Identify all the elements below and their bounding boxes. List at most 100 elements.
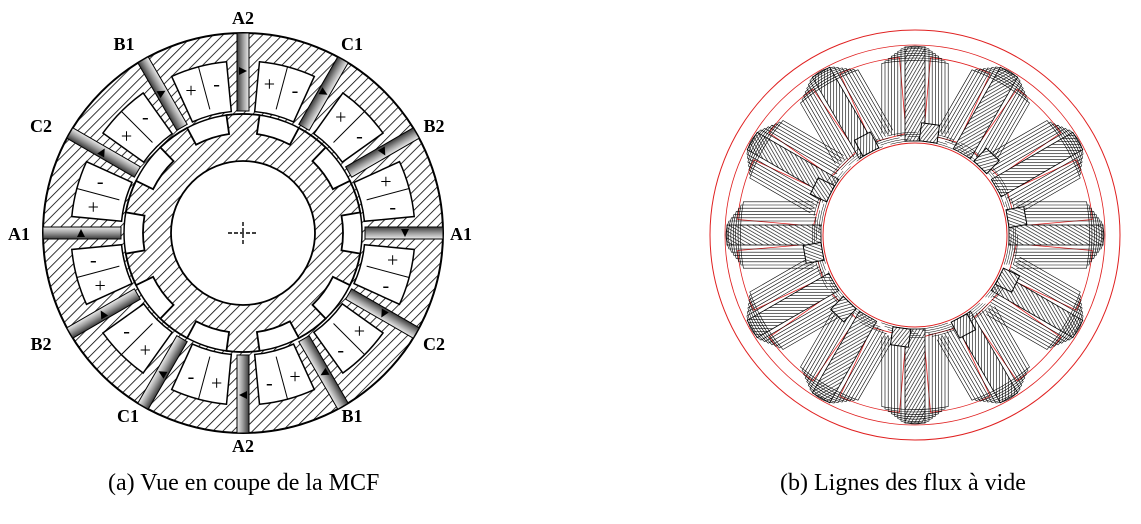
label-c2-left: C2	[30, 116, 52, 136]
magnet-arrow-icon	[100, 310, 109, 320]
coil-divider	[275, 356, 288, 400]
flux-line	[728, 217, 817, 253]
flux-line	[897, 48, 933, 137]
flux-line	[809, 66, 879, 158]
flux-line	[1014, 211, 1098, 259]
flux-line	[990, 126, 1083, 204]
flux-line	[884, 57, 946, 134]
flux-line	[800, 306, 894, 401]
magnet	[364, 226, 444, 240]
flux-line	[749, 120, 844, 214]
slot	[70, 160, 133, 223]
tooth-flux-dense	[726, 224, 822, 246]
flux-line	[737, 204, 814, 266]
magnet-arrow-icon	[158, 371, 168, 379]
flux-line	[735, 207, 815, 263]
coil-divider	[121, 111, 153, 143]
flux-line	[804, 309, 886, 402]
flux-line	[992, 129, 1084, 199]
flux-line	[897, 333, 933, 422]
winding-sign-minus: -	[188, 366, 195, 388]
label-c1-lower: C1	[117, 406, 139, 426]
winding-sign-plus: +	[354, 321, 365, 343]
slot	[353, 243, 416, 306]
flux-line	[894, 334, 936, 420]
flux-line	[936, 306, 1030, 401]
flux-line	[987, 121, 1082, 211]
flux-line	[1013, 220, 1105, 250]
flux-line	[747, 127, 839, 201]
flux-slot-outline	[768, 292, 858, 382]
winding-sign-minus: -	[266, 373, 273, 395]
winding-sign-plus: +	[185, 80, 196, 102]
flux-slot-outline	[737, 159, 824, 227]
rotor-tooth-dense	[809, 177, 836, 203]
coil-divider	[333, 323, 365, 355]
flux-line	[806, 310, 884, 403]
flux-line	[949, 311, 1023, 403]
magnet	[66, 288, 142, 339]
winding-sign-minus: -	[337, 339, 344, 361]
winding-sign-minus: -	[382, 275, 389, 297]
flux-stator-slots	[737, 57, 1093, 413]
stator-outer-contour	[724, 44, 1106, 426]
slot	[70, 243, 133, 306]
label-c2-right: C2	[423, 334, 445, 354]
rotor-tooth-flux	[853, 131, 880, 157]
flux-line	[987, 259, 1082, 349]
flux-bundle	[746, 120, 844, 214]
flux-line	[986, 120, 1081, 214]
rotor-contour	[822, 142, 1008, 328]
label-b1-upper: B1	[113, 34, 134, 54]
flux-slot-outline	[737, 243, 824, 311]
rotor-tooth-dense	[1005, 206, 1028, 229]
flux-bundle	[881, 328, 949, 425]
winding-sign-plus: +	[335, 107, 346, 129]
winding-sign-minus: -	[292, 80, 299, 102]
flux-line	[936, 69, 1030, 164]
flux-slot-outline	[972, 88, 1062, 178]
flux-line	[991, 127, 1083, 201]
flux-line	[944, 309, 1026, 402]
flux-slot-outline	[1006, 159, 1093, 227]
flux-line	[900, 333, 930, 425]
rotor-flux-line	[820, 140, 1010, 330]
winding-sign-minus: -	[213, 73, 220, 95]
outer-boundary	[709, 29, 1121, 441]
winding-sign-plus: +	[380, 171, 391, 193]
magnet	[344, 288, 420, 339]
rotor-tooth-flux	[830, 295, 857, 323]
rotor-tooth-dense	[994, 267, 1021, 293]
coil-divider	[121, 323, 153, 355]
winding-sign-plus: +	[88, 197, 99, 219]
flux-line	[989, 264, 1082, 346]
winding-sign-minus: -	[123, 321, 130, 343]
flux-line	[1016, 204, 1093, 266]
coil-divider	[366, 188, 410, 201]
magnet-arrow-icon	[381, 308, 389, 318]
slot	[170, 343, 233, 406]
flux-line	[749, 256, 844, 350]
flux-line	[939, 307, 1029, 402]
coil-divider	[76, 265, 120, 278]
flux-bundle	[986, 256, 1084, 350]
flux-line	[941, 68, 1027, 162]
flux-bundle	[936, 66, 1030, 164]
magnet-arrow-icon	[377, 146, 386, 156]
flux-line	[807, 311, 881, 403]
flux-line	[748, 264, 841, 346]
coil-divider	[333, 111, 365, 143]
flux-bundle	[746, 256, 844, 350]
flux-line	[949, 67, 1023, 159]
rotor-tooth-flux	[950, 313, 977, 339]
flux-line	[747, 269, 839, 343]
caption-b: (b) Lignes des flux à vide	[780, 470, 1026, 496]
winding-sign-minus: -	[90, 249, 97, 271]
flux-line	[1016, 201, 1090, 269]
label-b2-left: B2	[30, 334, 51, 354]
slot	[353, 160, 416, 223]
flux-line	[951, 312, 1021, 404]
magnet	[137, 334, 188, 410]
winding-sign-plus: +	[140, 339, 151, 361]
rotor-tooth-dense	[918, 122, 941, 144]
